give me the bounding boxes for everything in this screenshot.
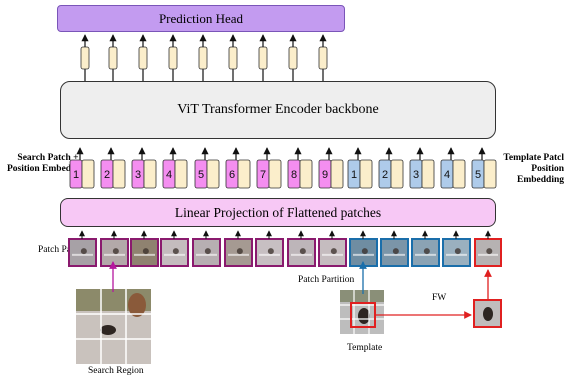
search-patch-token xyxy=(268,159,282,189)
search-patch-embedding-label: Search Patch + Position Embedding xyxy=(6,153,90,174)
patch-partition-left-label: Patch Partition xyxy=(38,245,95,255)
court-line xyxy=(478,253,498,256)
dog-figure xyxy=(454,248,461,255)
patch-partition-right-label: Patch Partition xyxy=(298,275,355,285)
search-token-index: 6 xyxy=(229,169,235,181)
search-patch-token xyxy=(299,159,313,189)
court-line xyxy=(322,253,343,256)
template-token-index: 5 xyxy=(475,169,481,181)
search-patch-token xyxy=(330,159,344,189)
output-token xyxy=(288,46,298,70)
output-token xyxy=(258,46,268,70)
dog-figure xyxy=(267,248,274,255)
dog-figure xyxy=(486,248,493,255)
template-patch-embedding-label: Template Patcl Position Embedding xyxy=(503,153,564,185)
court-line xyxy=(164,253,185,256)
template-token-index: 4 xyxy=(444,169,450,181)
court-line xyxy=(384,253,405,256)
dog-figure xyxy=(423,248,430,255)
dog-figure xyxy=(358,308,370,324)
dog-figure xyxy=(112,248,119,255)
search-token-index: 3 xyxy=(135,169,141,181)
output-token xyxy=(108,46,118,70)
template-token-index: 1 xyxy=(351,169,357,181)
linear-projection-box: Linear Projection of Flattened patches xyxy=(60,198,496,227)
dog-figure xyxy=(330,248,337,255)
template-label: Template xyxy=(347,343,383,353)
court-line xyxy=(134,253,155,256)
search-token-index: 7 xyxy=(260,169,266,181)
dog-figure xyxy=(204,248,211,255)
output-token xyxy=(318,46,328,70)
court-line xyxy=(259,253,280,256)
linear-projection-label: Linear Projection of Flattened patches xyxy=(174,204,382,220)
court-line xyxy=(228,253,249,256)
prediction-head-label: Prediction Head xyxy=(158,10,244,26)
output-token xyxy=(198,46,208,70)
transformer-encoder-label: ViT Transformer Encoder backbone xyxy=(177,102,379,117)
template-patch-token xyxy=(452,159,466,189)
court-line xyxy=(196,253,217,256)
search-patch-token xyxy=(143,159,157,189)
search-token-index: 1 xyxy=(73,169,79,181)
dog-figure xyxy=(80,248,87,255)
search-patch-token xyxy=(112,159,126,189)
template-patch-token xyxy=(483,159,497,189)
template-patch-thumbnail xyxy=(411,238,440,267)
template-patch-token xyxy=(359,159,373,189)
dog-figure xyxy=(299,248,306,255)
output-token xyxy=(228,46,238,70)
search-token-index: 9 xyxy=(322,169,328,181)
search-token-index: 4 xyxy=(166,169,172,181)
court-line xyxy=(104,253,125,256)
template-patch-token xyxy=(390,159,404,189)
search-patch-thumbnail xyxy=(130,238,159,267)
dog-figure xyxy=(361,248,368,255)
template-patch-token xyxy=(421,159,435,189)
dog-figure xyxy=(100,325,116,335)
dog-figure xyxy=(483,307,493,321)
search-patch-token xyxy=(237,159,251,189)
search-patch-token xyxy=(81,159,95,189)
template-token-index: 2 xyxy=(382,169,388,181)
court-line xyxy=(72,253,93,256)
search-token-index: 8 xyxy=(291,169,297,181)
court-line xyxy=(353,253,374,256)
search-token-index: 2 xyxy=(104,169,110,181)
dog-figure xyxy=(392,248,399,255)
court-line xyxy=(291,253,312,256)
search-patch-token xyxy=(174,159,188,189)
output-token xyxy=(168,46,178,70)
search-patch-token xyxy=(206,159,220,189)
dog-figure xyxy=(236,248,243,255)
search-region-label: Search Region xyxy=(88,366,144,376)
person-figure xyxy=(128,293,146,317)
output-token xyxy=(138,46,148,70)
template-background xyxy=(340,290,384,302)
template-token-index: 3 xyxy=(413,169,419,181)
fw-label: FW xyxy=(432,293,447,303)
court-line xyxy=(446,253,467,256)
search-token-index: 5 xyxy=(198,169,204,181)
dog-figure xyxy=(142,248,149,255)
output-token xyxy=(80,46,90,70)
dog-figure xyxy=(172,248,179,255)
prediction-head-box: Prediction Head xyxy=(57,5,345,32)
court-line xyxy=(415,253,436,256)
transformer-encoder-box: ViT Transformer Encoder backbone xyxy=(60,81,496,139)
